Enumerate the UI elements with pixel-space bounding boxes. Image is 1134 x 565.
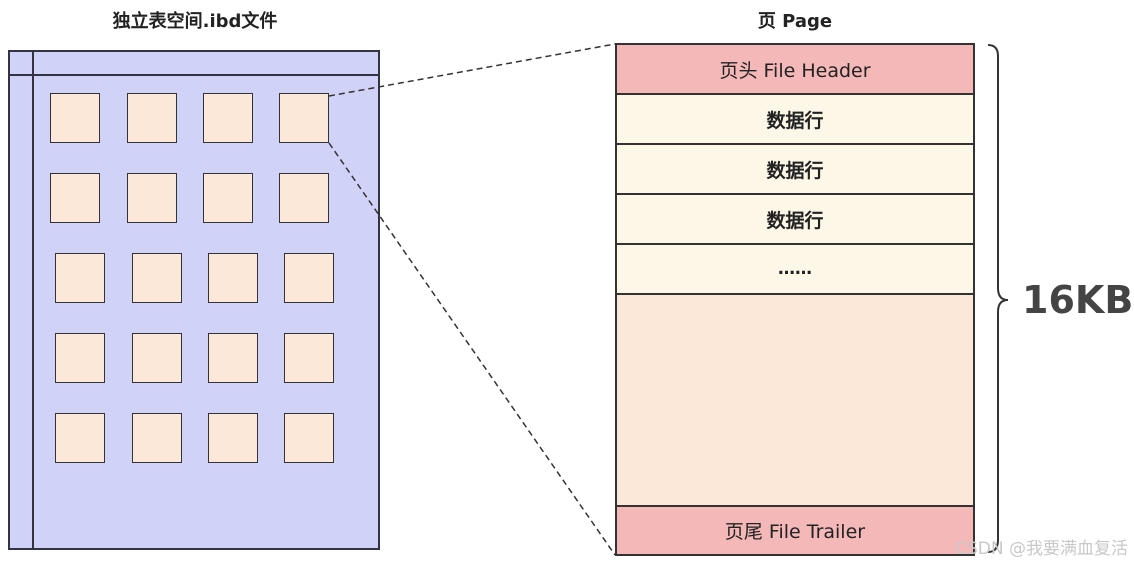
page-block <box>55 253 105 303</box>
file-title: 独立表空间.ibd文件 <box>112 11 278 32</box>
page-header-label: 页头 File Header <box>719 59 871 82</box>
page-block <box>208 253 258 303</box>
page-trailer-label: 页尾 File Trailer <box>724 521 866 543</box>
page-block <box>208 413 258 463</box>
page-block <box>208 333 258 383</box>
page-trailer-row: 页尾 File Trailer <box>617 505 973 554</box>
page-structure: 页头 File Header 数据行 数据行 数据行 …… 页尾 File Tr… <box>615 43 975 556</box>
data-row: 数据行 <box>617 95 973 145</box>
zoom-connector-top <box>328 43 616 97</box>
page-size-label: 16KB <box>1022 278 1134 322</box>
data-row-ellipsis: …… <box>617 245 973 295</box>
page-block <box>50 93 100 143</box>
data-row-label: 数据行 <box>766 109 824 132</box>
page-block <box>127 173 177 223</box>
page-block <box>132 253 182 303</box>
data-row: 数据行 <box>617 195 973 245</box>
file-header-divider <box>10 74 378 76</box>
data-row: 数据行 <box>617 145 973 195</box>
page-block <box>284 413 334 463</box>
page-block <box>55 413 105 463</box>
page-block <box>50 173 100 223</box>
data-row-label: 数据行 <box>766 209 824 232</box>
page-block <box>132 333 182 383</box>
ellipsis-label: …… <box>778 259 812 279</box>
file-side-divider <box>32 52 34 548</box>
data-row-label: 数据行 <box>766 159 824 182</box>
page-block <box>203 173 253 223</box>
size-brace <box>987 44 1009 553</box>
page-block <box>279 173 329 223</box>
page-block <box>132 413 182 463</box>
page-header-row: 页头 File Header <box>617 45 973 95</box>
page-block <box>284 333 334 383</box>
page-block-highlighted <box>279 93 329 143</box>
page-block <box>284 253 334 303</box>
page-block <box>55 333 105 383</box>
page-block <box>203 93 253 143</box>
page-block <box>127 93 177 143</box>
watermark: CSDN @我要满血复活 <box>955 539 1128 559</box>
zoom-connector-bottom <box>328 142 616 556</box>
page-title: 页 Page <box>757 11 833 32</box>
